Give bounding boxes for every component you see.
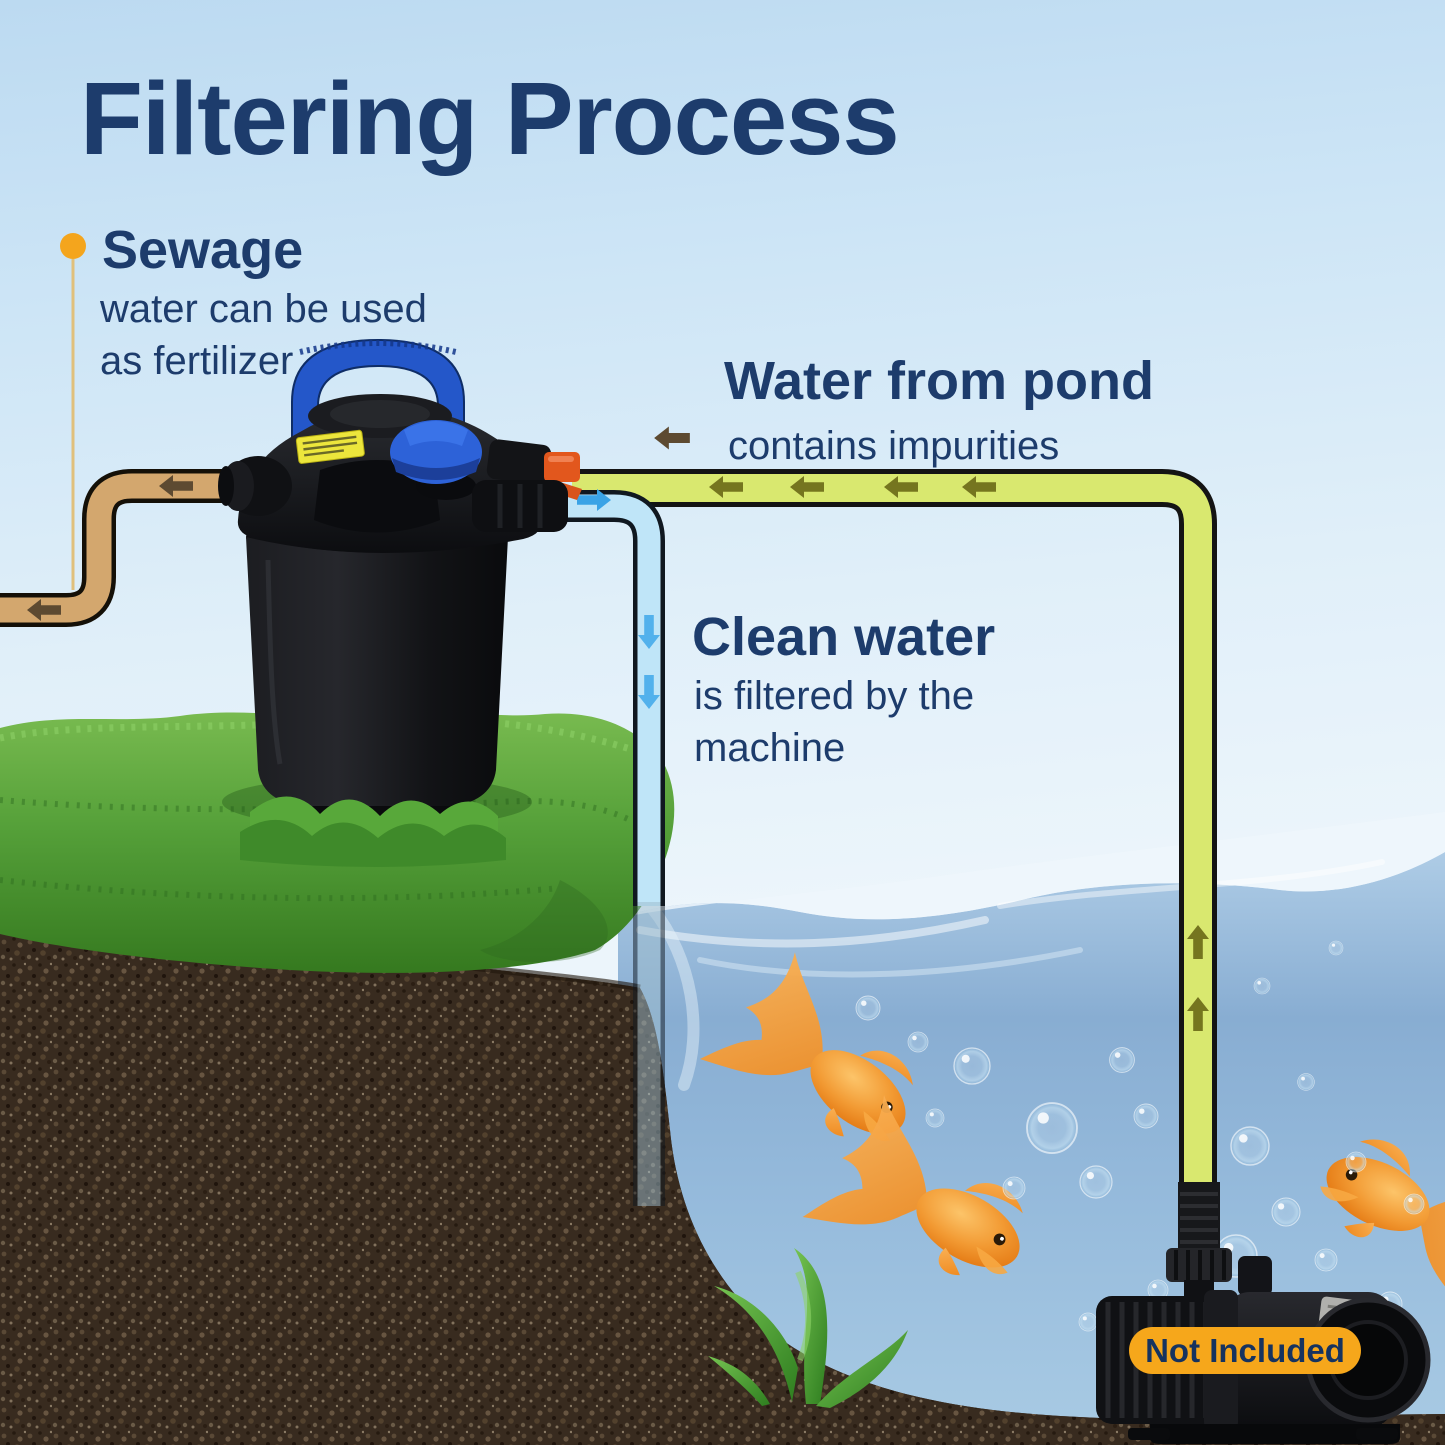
filter-front-boss (314, 460, 440, 533)
filter-outlet-left (218, 456, 292, 516)
pond-water-description: contains impurities (728, 424, 1060, 468)
flow-arrow-left-brown-icon (654, 426, 690, 450)
not-included-badge: Not Included (1129, 1327, 1361, 1374)
sewage-leader (60, 233, 86, 590)
wave-highlight (636, 916, 989, 948)
clean-water-description-line2: machine (694, 726, 846, 770)
filter-body (246, 537, 508, 806)
sewage-pipe (0, 469, 262, 627)
page-title: Filtering Process (80, 61, 900, 176)
sewage-heading: Sewage (102, 220, 304, 280)
pond-water-heading: Water from pond (724, 351, 1154, 411)
filter-outlet-lower-right (472, 480, 568, 532)
sewage-description: water can be used as fertilizer (100, 283, 427, 387)
wave-highlight (697, 947, 1083, 978)
pump-base (1150, 1424, 1400, 1444)
clean-water-description: is filtered by the machine (694, 670, 974, 774)
filter-handle (291, 338, 465, 450)
not-included-badge-label: Not Included (1145, 1331, 1345, 1369)
sewage-description-line2: as fertilizer (100, 339, 294, 383)
pond-water-pipe (572, 469, 1217, 1195)
filter-cap-blue (390, 420, 482, 500)
aquatic-plant (708, 1248, 908, 1408)
clean-water-heading: Clean water (692, 607, 996, 667)
clean-water-description-line1: is filtered by the (694, 674, 975, 718)
pond-filter (218, 338, 582, 842)
filter-label (295, 429, 365, 464)
pump-top-bracket (1238, 1256, 1272, 1296)
sewage-description-line1: water can be used (100, 287, 427, 331)
water-horizon-band (618, 812, 1445, 920)
clean-water-pipe (560, 490, 665, 1206)
bullet-dot-icon (60, 233, 86, 259)
grass-tufts-front (240, 796, 506, 867)
